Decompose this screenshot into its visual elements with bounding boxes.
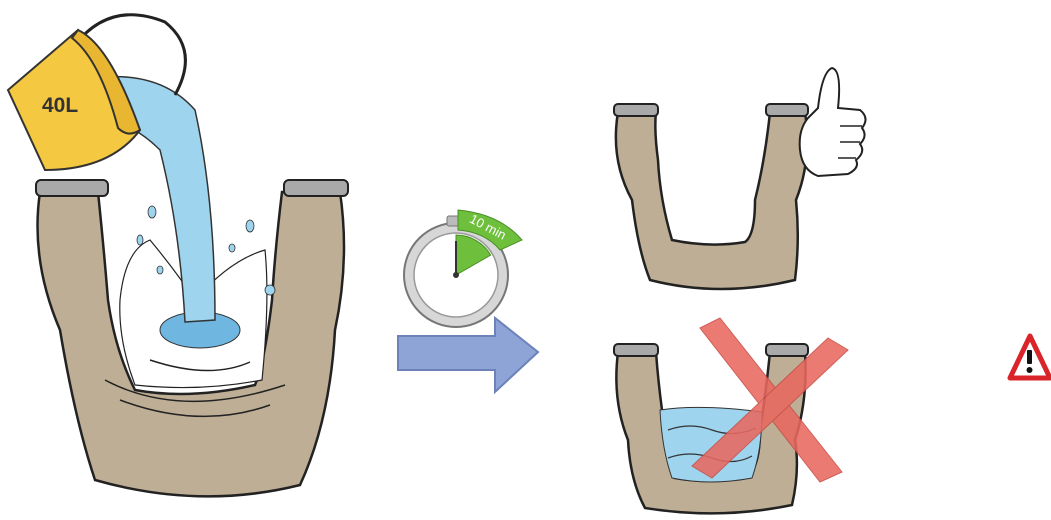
- pit-drained-cap-left: [613, 103, 659, 117]
- pit-undrained: [613, 343, 809, 515]
- thumbs-up-icon: [798, 66, 867, 178]
- warning-icon: [1007, 333, 1051, 381]
- pit-drained: [613, 103, 809, 291]
- pit-left-cap-right: [283, 179, 349, 197]
- bucket-rim: [70, 28, 142, 135]
- droplets: [136, 205, 276, 296]
- pit-drained-soil: [614, 110, 809, 291]
- pit-undrained-cap-right: [765, 343, 809, 357]
- arrow-right-icon: [397, 315, 540, 395]
- thumbs-up-finger-lines: [838, 125, 862, 159]
- warning-exclamation-dot: [1026, 367, 1033, 373]
- cross-icon: [691, 317, 849, 483]
- bucket-volume-label: 40L: [42, 94, 78, 117]
- stopwatch-icon: 10 min: [403, 209, 523, 328]
- warning-exclamation-bar: [1027, 350, 1032, 364]
- cross-stroke-2: [691, 337, 849, 479]
- pit-drained-cap-right: [765, 103, 809, 117]
- stopwatch-pin: [453, 272, 459, 278]
- timer-elapsed-wedge: [455, 234, 492, 276]
- swirl-lines: [104, 359, 286, 418]
- bucket-handle: [73, 13, 187, 96]
- water-stream: [94, 75, 216, 323]
- pit-left-soil: [36, 190, 346, 498]
- pit-left: [35, 179, 349, 498]
- pit-undrained-cap-left: [613, 343, 659, 357]
- bucket-icon: 40L: [6, 13, 187, 172]
- timer-label-tab: [457, 209, 523, 251]
- thumbs-up-hand: [798, 66, 867, 178]
- pit-left-cap-left: [35, 179, 109, 197]
